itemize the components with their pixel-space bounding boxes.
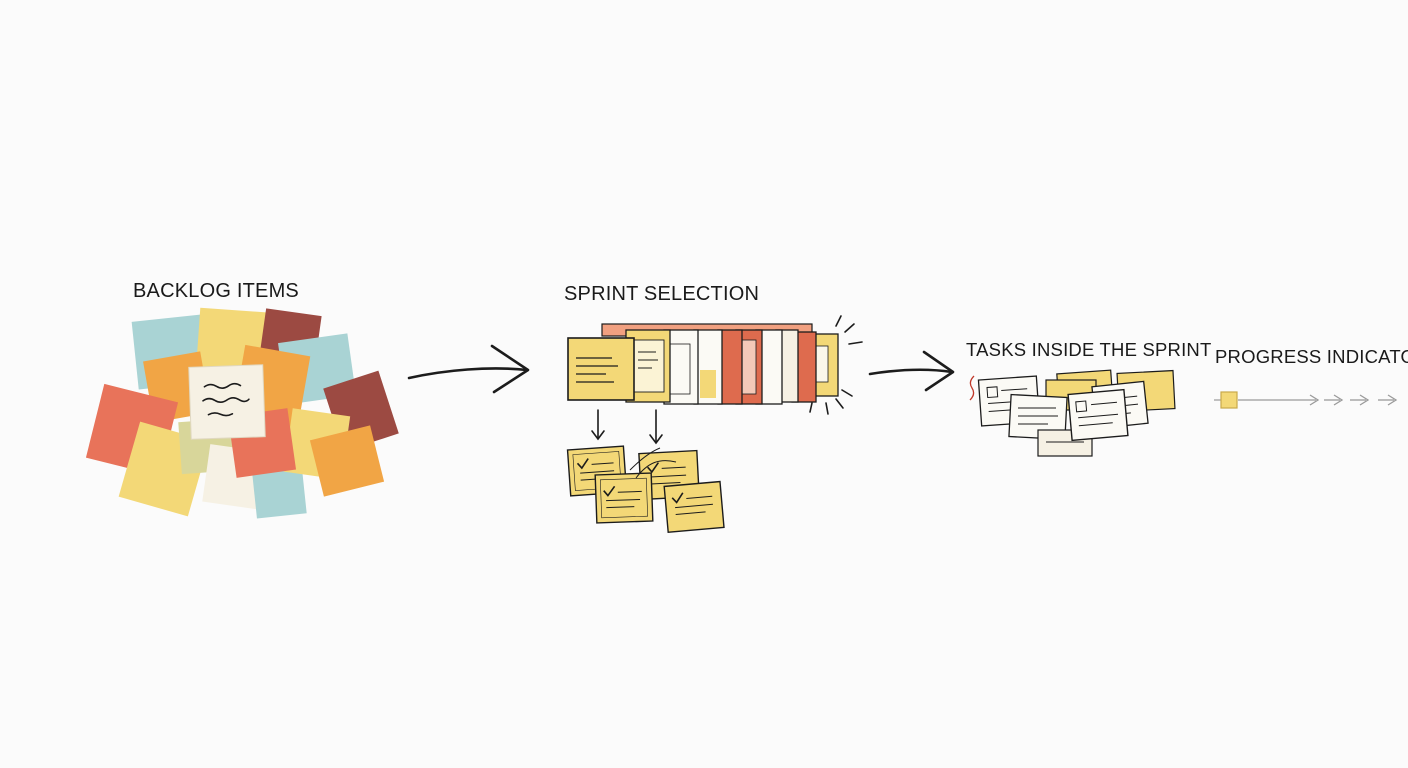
progress-marker xyxy=(1220,391,1238,409)
sticky-note xyxy=(1037,429,1093,457)
sprint-task-cluster xyxy=(969,369,1176,457)
down-arrow-icon xyxy=(591,409,663,445)
progress-arrow-icon xyxy=(1333,394,1344,406)
sticky-note xyxy=(1008,393,1068,441)
sticky-note xyxy=(594,472,654,524)
sticky-note xyxy=(1067,388,1129,442)
progress-track xyxy=(1214,391,1398,409)
highlighted-backlog-note xyxy=(188,364,266,440)
sticky-note xyxy=(567,337,635,401)
stage-label-tasks: TASKS INSIDE THE SPRINT xyxy=(966,339,1212,360)
sticky-note xyxy=(663,480,725,534)
stage-label-progress: PROGRESS INDICATO xyxy=(1215,346,1408,367)
progress-arrow-icon xyxy=(1359,394,1370,406)
progress-arrow-icon xyxy=(1387,394,1398,406)
checkmark-icon xyxy=(671,492,684,504)
selected-tasks xyxy=(566,445,725,534)
stage-label-sprint-selection: SPRINT SELECTION xyxy=(564,283,760,305)
checkmark-icon xyxy=(603,485,616,497)
sticky-note xyxy=(251,459,307,519)
sticky-note xyxy=(309,425,385,497)
backlog-pile xyxy=(85,307,399,519)
progress-arrow-icon xyxy=(1309,394,1320,406)
checkmark-icon xyxy=(647,462,660,474)
sprint-card-stack xyxy=(567,323,839,405)
flow-arrow-icon xyxy=(868,350,955,392)
stage-label-backlog: BACKLOG ITEMS xyxy=(133,280,299,302)
checkmark-icon xyxy=(576,458,589,470)
flow-arrow-icon xyxy=(407,344,530,394)
sparkle-icon xyxy=(809,315,863,415)
